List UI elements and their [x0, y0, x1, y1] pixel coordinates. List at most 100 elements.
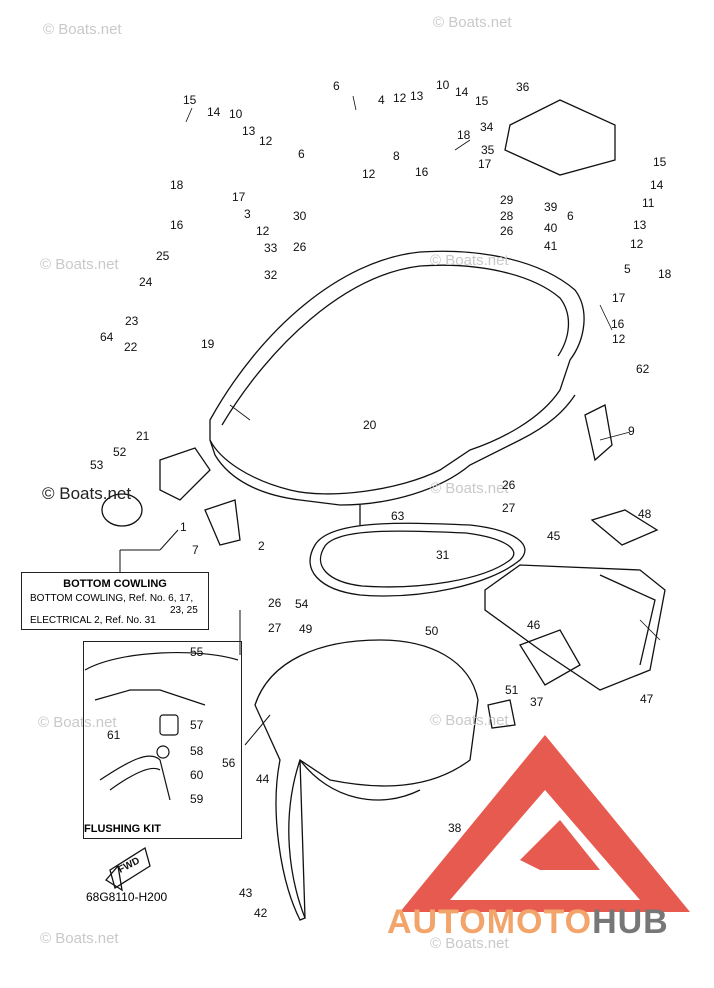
callout-14: 14 [455, 85, 469, 99]
watermark: © Boats.net [38, 714, 117, 731]
info-box-line: BOTTOM COWLING, Ref. No. 6, 17, [30, 593, 194, 604]
callout-55: 55 [190, 645, 204, 659]
callout-48: 48 [638, 507, 652, 521]
callout-10: 10 [436, 78, 450, 92]
callout-14: 14 [207, 105, 221, 119]
callout-12: 12 [612, 332, 626, 346]
callout-54: 54 [295, 597, 309, 611]
callout-21: 21 [136, 429, 150, 443]
callout-52: 52 [113, 445, 127, 459]
callout-6: 6 [298, 147, 305, 161]
callout-26: 26 [500, 224, 514, 238]
callout-6: 6 [567, 209, 574, 223]
callout-32: 32 [264, 268, 278, 282]
callout-16: 16 [415, 165, 429, 179]
callout-33: 33 [264, 241, 278, 255]
callout-59: 59 [190, 792, 204, 806]
callout-43: 43 [239, 886, 253, 900]
callout-13: 13 [633, 218, 647, 232]
callout-23: 23 [125, 314, 139, 328]
bracket-shape [484, 564, 666, 691]
triangle-logo-icon [400, 735, 690, 912]
callout-25: 25 [156, 249, 170, 263]
watermark: © Boats.net [430, 935, 509, 952]
callout-44: 44 [256, 772, 270, 786]
callout-9: 9 [628, 424, 635, 438]
callout-13: 13 [242, 124, 256, 138]
logo-part-2: HUB [592, 903, 669, 941]
callout-27: 27 [268, 621, 282, 635]
callout-29: 29 [500, 193, 514, 207]
info-box-title: BOTTOM COWLING [63, 578, 167, 590]
callout-26: 26 [502, 478, 516, 492]
callout-2: 2 [258, 539, 265, 553]
callout-53: 53 [90, 458, 104, 472]
flushing-kit-title: FLUSHING KIT [84, 823, 161, 835]
logo-part-1: AUTOMOTO [387, 903, 593, 941]
callout-64: 64 [100, 330, 114, 344]
callout-5: 5 [624, 262, 631, 276]
info-box-line: ELECTRICAL 2, Ref. No. 31 [30, 615, 156, 626]
callout-46: 46 [527, 618, 541, 632]
callout-28: 28 [500, 209, 514, 223]
callout-27: 27 [502, 501, 516, 515]
callout-12: 12 [362, 167, 376, 181]
callout-22: 22 [124, 340, 138, 354]
callout-4: 4 [378, 93, 385, 107]
watermark: © Boats.net [430, 252, 509, 269]
callout-18: 18 [658, 267, 672, 281]
callout-17: 17 [232, 190, 246, 204]
watermark: © Boats.net [40, 930, 119, 947]
callout-12: 12 [393, 91, 407, 105]
callout-15: 15 [653, 155, 667, 169]
seal-gasket-shape [309, 522, 526, 597]
callout-24: 24 [139, 275, 153, 289]
callout-26: 26 [293, 240, 307, 254]
callout-14: 14 [650, 178, 664, 192]
callout-58: 58 [190, 744, 204, 758]
callout-12: 12 [256, 224, 270, 238]
diagram-code: 68G8110-H200 [86, 890, 168, 904]
watermark: © Boats.net [40, 256, 119, 273]
callout-49: 49 [299, 622, 313, 636]
callout-47: 47 [640, 692, 654, 706]
watermark: © Boats.net [43, 21, 122, 38]
callout-17: 17 [612, 291, 626, 305]
callout-39: 39 [544, 200, 558, 214]
callout-37: 37 [530, 695, 544, 709]
callout-19: 19 [201, 337, 215, 351]
callout-50: 50 [425, 624, 439, 638]
automotohub-logo: AUTOMOTOHUB [387, 903, 669, 942]
callout-34: 34 [480, 120, 494, 134]
callout-63: 63 [391, 509, 405, 523]
callout-30: 30 [293, 209, 307, 223]
callout-18: 18 [457, 128, 471, 142]
callout-38: 38 [448, 821, 462, 835]
callout-17: 17 [478, 157, 492, 171]
upper-casing-shape [254, 639, 479, 921]
info-box-line: 23, 25 [170, 605, 198, 616]
callout-18: 18 [170, 178, 184, 192]
callout-16: 16 [170, 218, 184, 232]
callout-15: 15 [475, 94, 489, 108]
watermark: © Boats.net [433, 14, 512, 31]
callout-6: 6 [333, 79, 340, 93]
callout-26: 26 [268, 596, 282, 610]
callout-31: 31 [436, 548, 450, 562]
callout-12: 12 [630, 237, 644, 251]
callout-45: 45 [547, 529, 561, 543]
callout-8: 8 [393, 149, 400, 163]
callout-10: 10 [229, 107, 243, 121]
callout-12: 12 [259, 134, 273, 148]
callout-41: 41 [544, 239, 558, 253]
callout-60: 60 [190, 768, 204, 782]
callout-40: 40 [544, 221, 558, 235]
callout-13: 13 [410, 89, 424, 103]
callout-57: 57 [190, 718, 204, 732]
callout-51: 51 [505, 683, 519, 697]
watermark: © Boats.net [430, 712, 509, 729]
callout-62: 62 [636, 362, 650, 376]
watermark-dark: © Boats.net [42, 484, 132, 503]
callout-1: 1 [180, 520, 187, 534]
